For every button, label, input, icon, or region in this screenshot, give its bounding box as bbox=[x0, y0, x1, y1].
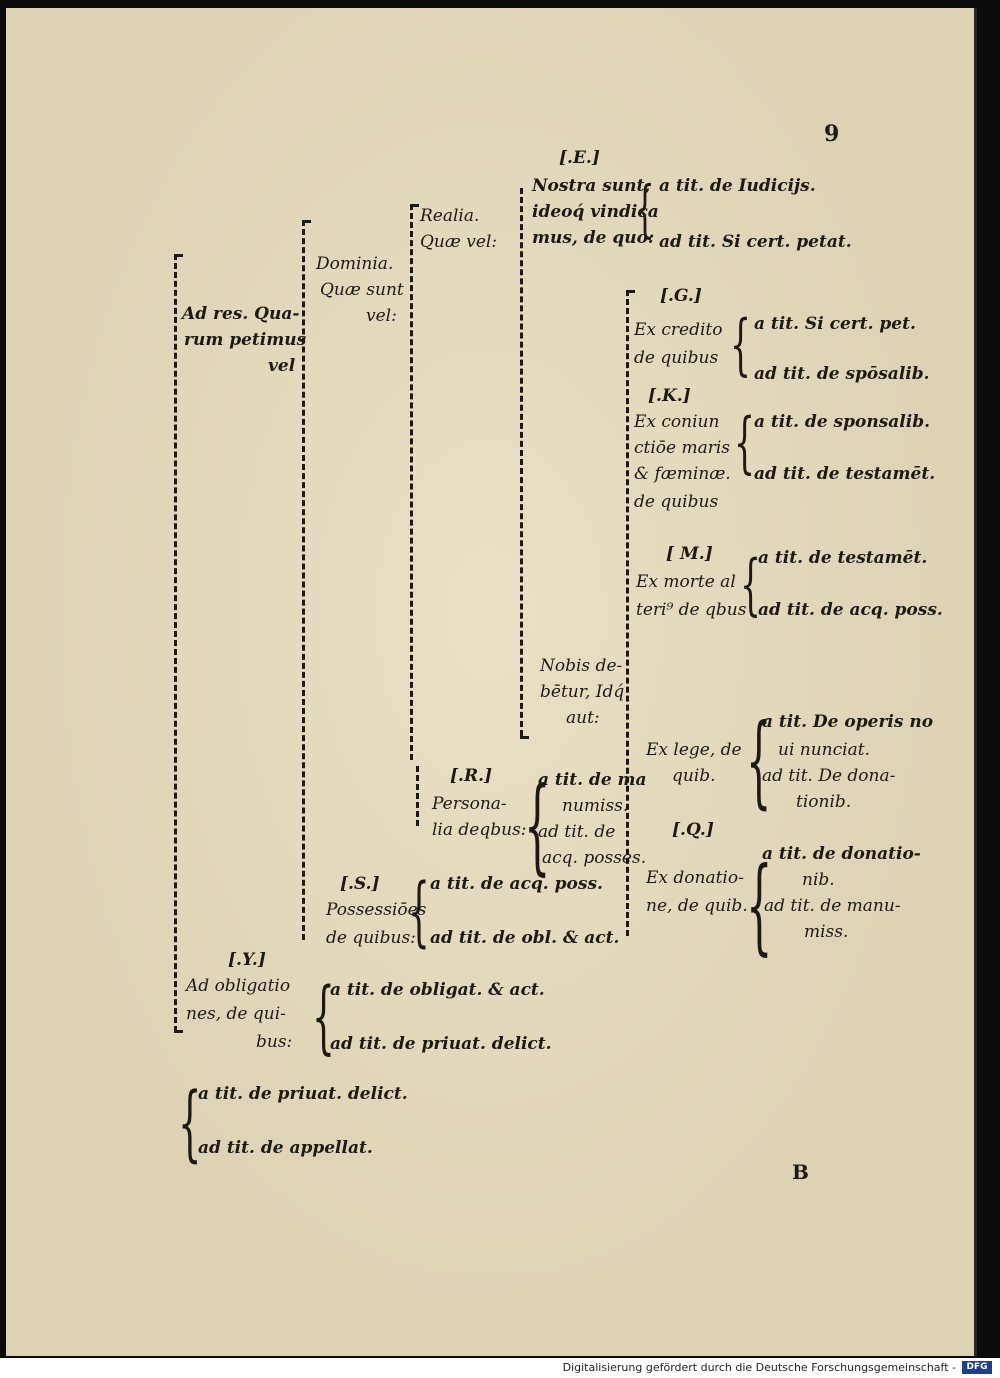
coniunctione-line-2: ctiōe maris bbox=[634, 438, 731, 458]
possessiones-line-1: Possessiōes bbox=[326, 900, 427, 920]
last-ref-1: a tit. de priuat. delict. bbox=[198, 1084, 408, 1104]
brace-donatione: { bbox=[746, 844, 773, 966]
personalia-ref-2b: acq. posses. bbox=[542, 848, 647, 868]
donatione-line-2: ne, de quib. bbox=[646, 896, 748, 916]
brace-obligationes: { bbox=[312, 970, 335, 1063]
nostra-line-1: Nostra sunt, bbox=[532, 176, 651, 196]
coniunctione-line-1: Ex coniun bbox=[634, 412, 720, 432]
root-line-2: rum petimus bbox=[184, 330, 307, 350]
root-line-3: vel bbox=[268, 356, 296, 376]
personalia-ref-2a: ad tit. de bbox=[538, 822, 616, 842]
obligationes-line-2: nes, de qui- bbox=[186, 1004, 286, 1024]
possessiones-ref-1: a tit. de acq. poss. bbox=[430, 874, 603, 894]
obligationes-ref-1: a tit. de obligat. & act. bbox=[330, 980, 545, 1000]
nostra-line-2: ideoq́ vindica bbox=[532, 202, 659, 222]
personalia-ref-1a: a tit. de ma bbox=[538, 770, 647, 790]
lege-ref-1b: ui nunciat. bbox=[778, 740, 870, 760]
possessiones-line-2: de quibus: bbox=[326, 928, 416, 948]
page-number: 9 bbox=[824, 121, 840, 147]
label-m: [ M.] bbox=[666, 544, 713, 564]
label-s: [.S.] bbox=[340, 874, 380, 894]
last-ref-2: ad tit. de appellat. bbox=[198, 1138, 373, 1158]
realia-line-1: Realia. bbox=[420, 206, 480, 226]
bracket-nostra-nobis bbox=[520, 188, 523, 736]
credito-line-1: Ex credito bbox=[634, 320, 723, 340]
obligationes-line-1: Ad obligatio bbox=[186, 976, 291, 996]
lege-ref-1a: a tit. De operis no bbox=[762, 712, 934, 732]
credito-line-2: de quibus bbox=[634, 348, 719, 368]
label-r: [.R.] bbox=[450, 766, 493, 786]
lege-ref-2b: tionib. bbox=[796, 792, 852, 812]
morte-line-1: Ex morte al bbox=[636, 572, 736, 592]
label-e: [.E.] bbox=[559, 148, 600, 168]
dfg-logo: DFG bbox=[962, 1361, 992, 1374]
brace-last: { bbox=[178, 1076, 202, 1171]
bracket-dominia bbox=[302, 220, 305, 940]
bracket-nostra-bottom bbox=[520, 736, 529, 739]
nostra-ref-2: ad tit. Si cert. petat. bbox=[659, 232, 852, 252]
dominia-line-1: Dominia. bbox=[316, 254, 394, 274]
nobis-line-3: aut: bbox=[566, 708, 600, 728]
brace-nostra: { bbox=[635, 172, 655, 245]
label-g: [.G.] bbox=[660, 286, 702, 306]
bracket-nobis-sub bbox=[626, 290, 629, 936]
morte-ref-2: ad tit. de acq. poss. bbox=[758, 600, 943, 620]
label-k: [.K.] bbox=[648, 386, 691, 406]
morte-line-2: teri⁹ de qbus bbox=[636, 600, 747, 620]
nostra-line-3: mus, de quo: bbox=[532, 228, 655, 248]
obligationes-ref-2: ad tit. de priuat. delict. bbox=[330, 1034, 552, 1054]
footer-credit: Digitalisierung gefördert durch die Deut… bbox=[562, 1361, 956, 1374]
lege-ref-2a: ad tit. De dona- bbox=[762, 766, 896, 786]
lege-line-1: Ex lege, de bbox=[646, 740, 742, 760]
brace-coniunctione: { bbox=[734, 404, 755, 481]
nobis-line-2: bētur, Idq́ bbox=[540, 682, 625, 702]
bracket-root bbox=[174, 254, 177, 1032]
coniunctione-line-4: de quibus bbox=[634, 492, 719, 512]
brace-morte: { bbox=[740, 546, 761, 623]
credito-ref-2: ad tit. de spōsalib. bbox=[754, 364, 930, 384]
bracket-realia bbox=[410, 204, 413, 760]
realia-line-2: Quæ vel: bbox=[420, 232, 498, 252]
nobis-line-1: Nobis de- bbox=[540, 656, 623, 676]
personalia-line-2: lia deqbus: bbox=[432, 820, 527, 840]
lege-line-2: quib. bbox=[672, 766, 716, 786]
coniunctione-ref-2: ad tit. de testamēt. bbox=[754, 464, 936, 484]
morte-ref-1: a tit. de testamēt. bbox=[758, 548, 928, 568]
credito-ref-1: a tit. Si cert. pet. bbox=[754, 314, 916, 334]
brace-possessiones: { bbox=[408, 866, 430, 955]
bracket-dominia-top bbox=[302, 220, 311, 223]
donatione-ref-2a: ad tit. de manu- bbox=[764, 896, 901, 916]
obligationes-line-3: bus: bbox=[256, 1032, 293, 1052]
coniunctione-ref-1: a tit. de sponsalib. bbox=[754, 412, 931, 432]
personalia-line-1: Persona- bbox=[432, 794, 507, 814]
footer-bar: Digitalisierung gefördert durch die Deut… bbox=[0, 1358, 1000, 1378]
brace-credito: { bbox=[730, 306, 751, 383]
possessiones-ref-2: ad tit. de obl. & act. bbox=[430, 928, 620, 948]
bracket-root-top bbox=[174, 254, 183, 257]
label-q: [.Q.] bbox=[672, 820, 714, 840]
dominia-line-2: Quæ sunt bbox=[320, 280, 404, 300]
bracket-nobis-sub-top bbox=[626, 290, 635, 293]
donatione-ref-1b: nib. bbox=[802, 870, 835, 890]
brace-lege: { bbox=[746, 702, 772, 819]
brace-personalia: { bbox=[524, 764, 551, 886]
signature-mark: B bbox=[792, 1160, 809, 1184]
donatione-line-1: Ex donatio- bbox=[646, 868, 744, 888]
bracket-realia-top bbox=[410, 204, 419, 207]
root-line-1: Ad res. Qua- bbox=[182, 304, 300, 324]
book-page: 9 [.E.] Nostra sunt, ideoq́ vindica mus,… bbox=[6, 8, 977, 1356]
personalia-ref-1b: numiss. bbox=[562, 796, 629, 816]
nostra-ref-1: a tit. de Iudicijs. bbox=[659, 176, 816, 196]
bracket-root-bottom bbox=[174, 1030, 183, 1033]
label-y: [.Y.] bbox=[228, 950, 266, 970]
donatione-ref-2b: miss. bbox=[804, 922, 849, 942]
donatione-ref-1a: a tit. de donatio- bbox=[762, 844, 921, 864]
coniunctione-line-3: & fæminæ. bbox=[634, 464, 731, 484]
bracket-personalia bbox=[416, 766, 419, 826]
dominia-line-3: vel: bbox=[366, 306, 397, 326]
